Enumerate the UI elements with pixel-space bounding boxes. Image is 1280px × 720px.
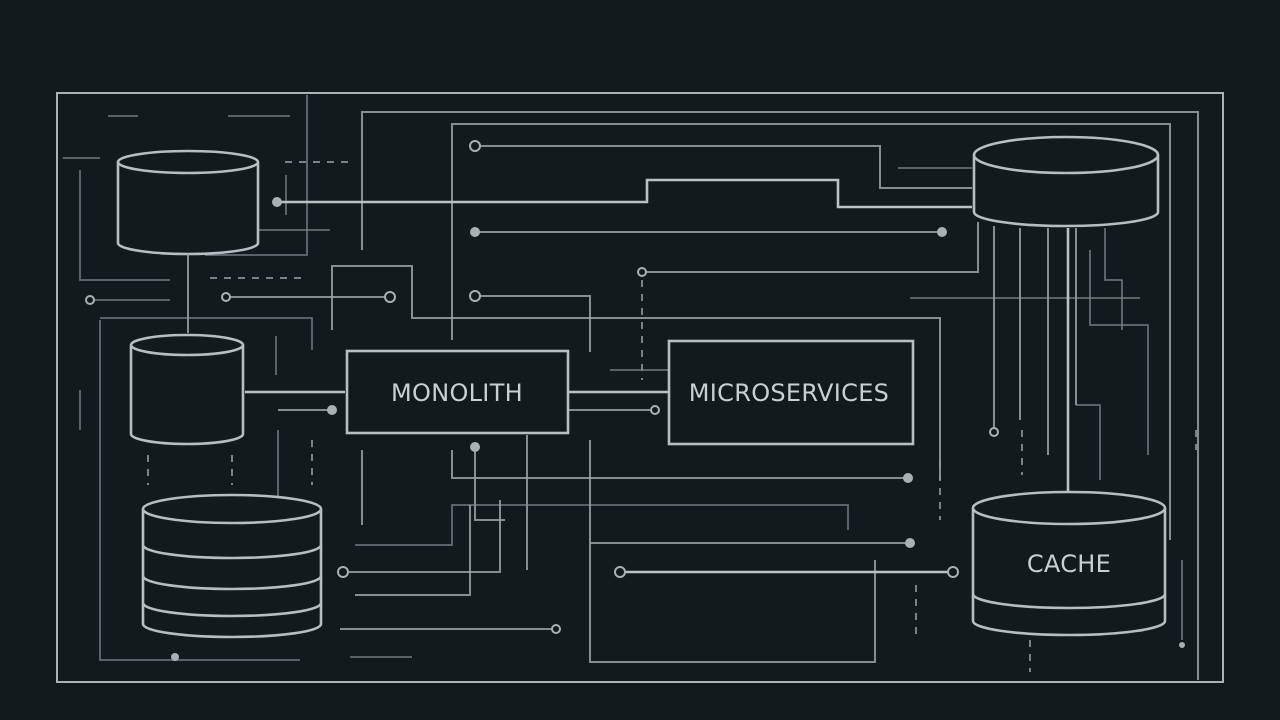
stacked-database-icon xyxy=(141,493,323,639)
outer-frame xyxy=(56,92,1224,683)
database-cylinder-icon xyxy=(129,333,245,446)
monolith-node: MONOLITH xyxy=(345,349,570,435)
database-cylinder-icon xyxy=(116,149,260,256)
microservices-label: MICROSERVICES xyxy=(689,379,889,407)
monolith-label: MONOLITH xyxy=(391,379,523,407)
database-cylinder-icon xyxy=(972,135,1160,228)
circuit-wiring xyxy=(63,95,1199,680)
microservices-node: MICROSERVICES xyxy=(667,339,915,446)
cache-label: CACHE xyxy=(1027,550,1111,578)
cache-node: CACHE xyxy=(971,490,1167,637)
